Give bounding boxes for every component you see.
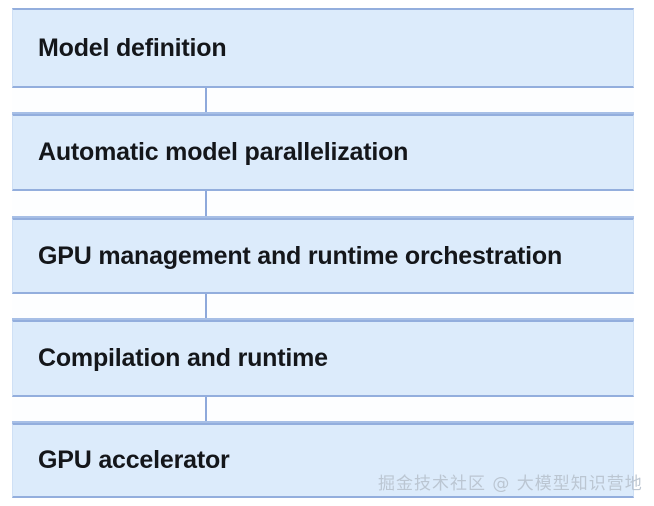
layer-connector-1 bbox=[12, 191, 634, 218]
layer-connector-3 bbox=[12, 397, 634, 423]
connector-line-icon bbox=[205, 88, 207, 112]
diagram-layer-gpu-accelerator: GPU accelerator bbox=[12, 423, 634, 498]
connector-line-icon bbox=[205, 397, 207, 421]
layer-label: GPU management and runtime orchestration bbox=[38, 241, 563, 270]
diagram-layer-gpu-management: GPU management and runtime orchestration bbox=[12, 218, 634, 294]
layer-connector-0 bbox=[12, 88, 634, 114]
layer-label: Automatic model parallelization bbox=[38, 138, 409, 166]
layer-label: Compilation and runtime bbox=[38, 344, 328, 372]
watermark-text: 掘金技术社区 @ 大模型知识营地 bbox=[378, 474, 643, 494]
layer-label: GPU accelerator bbox=[38, 446, 230, 474]
connector-line-icon bbox=[205, 191, 207, 216]
layer-connector-2 bbox=[12, 294, 634, 320]
diagram-layer-model-definition: Model definition bbox=[12, 8, 634, 88]
diagram-layer-auto-parallel: Automatic model parallelization bbox=[12, 114, 634, 191]
connector-line-icon bbox=[205, 294, 207, 318]
diagram-layer-compilation: Compilation and runtime bbox=[12, 320, 634, 397]
layer-label: Model definition bbox=[38, 33, 227, 62]
